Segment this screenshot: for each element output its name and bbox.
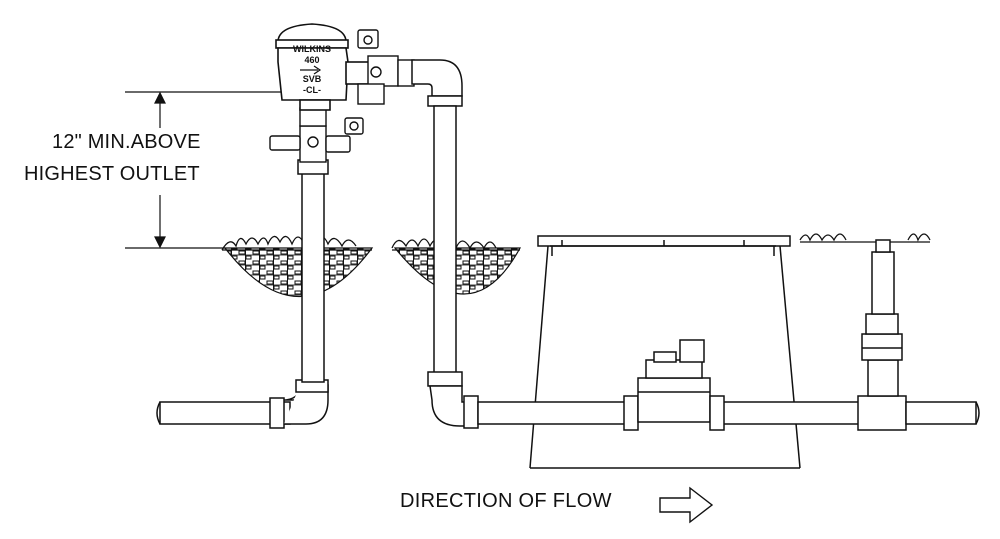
soil-mound-left	[223, 247, 374, 297]
clearance-note-line2: HIGHEST OUTLET	[24, 163, 200, 185]
flow-arrow-icon	[659, 486, 714, 524]
valve-box	[529, 235, 801, 469]
dimension-lines	[125, 91, 285, 249]
elbow-top	[411, 59, 463, 97]
valve-brand: WILKINS	[293, 44, 331, 54]
valve-suffix: -CL-	[303, 85, 321, 95]
flow-direction-label: DIRECTION OF FLOW	[400, 490, 612, 512]
supply-pipe-left	[156, 397, 291, 429]
lower-ball-valve	[269, 107, 364, 163]
svb-valve-body	[275, 23, 373, 111]
riser-pipe-left	[297, 159, 329, 383]
valve-arrow-icon	[300, 65, 322, 75]
supply-pipe-main	[477, 401, 861, 425]
valve-model: 460	[304, 55, 319, 65]
clearance-note-line1: 12" MIN.ABOVE	[52, 131, 201, 153]
riser-pipe-right	[427, 95, 463, 387]
solenoid-valve	[623, 339, 725, 431]
upper-ball-valve	[357, 29, 415, 105]
valve-type: SVB	[303, 74, 322, 84]
soil-mound-right	[393, 247, 522, 295]
elbow-bottom	[429, 385, 479, 429]
tee-fitting	[857, 239, 980, 431]
elbow-left	[284, 379, 329, 425]
